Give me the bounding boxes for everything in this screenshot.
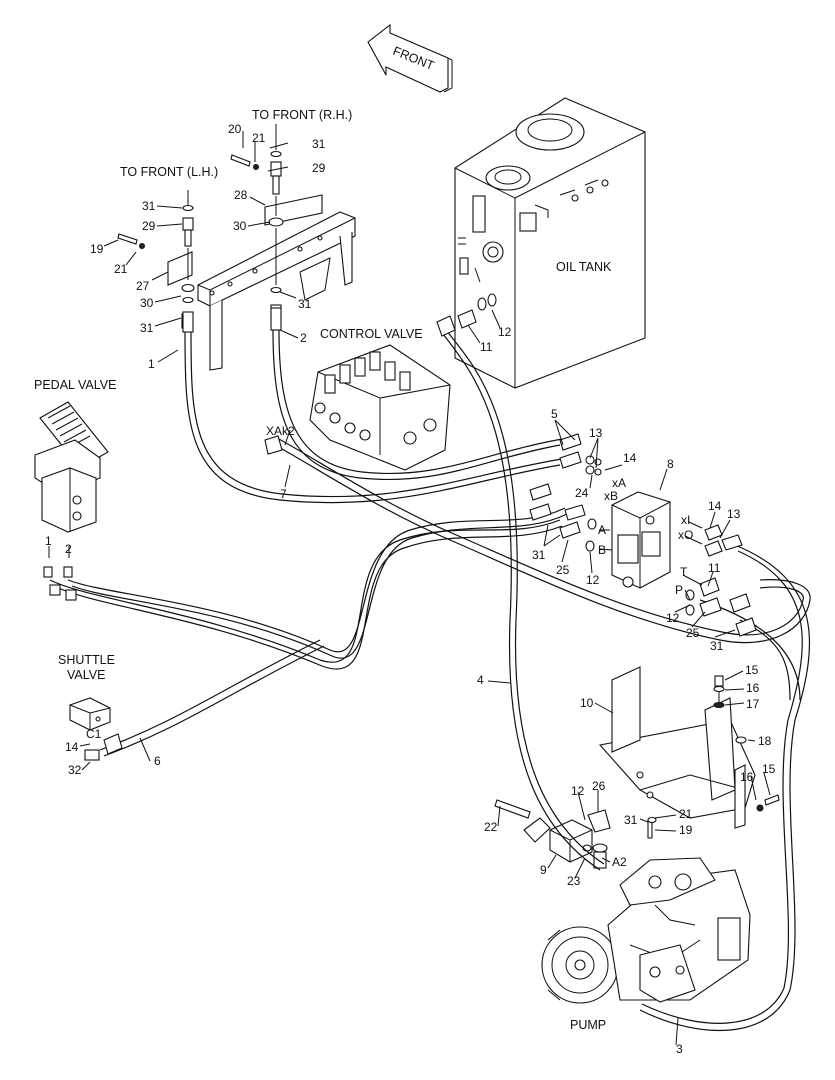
port-label: B (598, 543, 606, 557)
callout: 9 (540, 863, 547, 877)
callout: 12 (586, 573, 600, 587)
callout: 6 (154, 754, 161, 768)
callout: 14 (708, 499, 722, 513)
callout: 27 (136, 279, 150, 293)
callout: 29 (312, 161, 326, 175)
callout: 2 (300, 331, 307, 345)
callout: 32 (68, 763, 82, 777)
port-label: P (675, 583, 683, 597)
callout: 29 (142, 219, 156, 233)
port-label: xB (604, 489, 618, 503)
callout: 31 (624, 813, 638, 827)
captions: TO FRONT (R.H.) TO FRONT (L.H.) (120, 108, 352, 179)
shuttle-valve-label-1: SHUTTLE (58, 653, 115, 667)
callout: 31 (142, 199, 156, 213)
callout: 16 (746, 681, 760, 695)
pedal-valve-label: PEDAL VALVE (34, 378, 116, 392)
shuttle-valve: SHUTTLE VALVE (58, 653, 115, 761)
callout: 12 (571, 784, 585, 798)
hose-fittings (43, 293, 757, 755)
callout: 31 (710, 639, 724, 653)
callout: 13 (727, 507, 741, 521)
callout: 21 (114, 262, 128, 276)
pump-fittings (494, 799, 657, 869)
callout: 2 (65, 542, 72, 556)
callout: 3 (676, 1042, 683, 1056)
port-labels: XAk2 xA xB A B T P xI xO C1 A2 (86, 424, 693, 869)
port-label: xA (612, 476, 626, 490)
callout: 11 (708, 561, 721, 575)
callout: 15 (762, 762, 776, 776)
pump-label: PUMP (570, 1018, 606, 1032)
solenoid-valve-block (611, 491, 671, 589)
callout: 28 (234, 188, 248, 202)
callout: 15 (745, 663, 759, 677)
pump: PUMP (541, 857, 751, 1032)
bracket (167, 194, 356, 371)
port-label: XAk2 (266, 424, 295, 438)
callout: 8 (667, 457, 674, 471)
port-label: A2 (612, 855, 627, 869)
leader-lines (48, 131, 771, 1046)
callout: 31 (312, 137, 326, 151)
callout: 19 (90, 242, 104, 256)
port-label: C1 (86, 727, 102, 741)
callout: 11 (480, 340, 493, 354)
callout: 31 (532, 548, 546, 562)
callouts: 20 21 31 29 28 30 31 29 19 21 27 30 31 3… (45, 122, 776, 1056)
callout: 30 (140, 296, 154, 310)
port-label: T (680, 565, 688, 579)
callout: 21 (252, 131, 266, 145)
callout: 24 (575, 486, 589, 500)
callout: 17 (746, 697, 760, 711)
hardware-15-18 (713, 675, 780, 812)
callout: 18 (758, 734, 772, 748)
callout: 16 (740, 770, 754, 784)
callout: 30 (233, 219, 247, 233)
callout: 31 (140, 321, 154, 335)
callout: 25 (556, 563, 570, 577)
shuttle-valve-label-2: VALVE (67, 668, 105, 682)
oil-tank: OIL TANK (454, 97, 646, 389)
callout: 1 (148, 357, 155, 371)
callout: 1 (45, 534, 52, 548)
callout: 13 (589, 426, 603, 440)
callout: 5 (551, 407, 558, 421)
pedal-valve: PEDAL VALVE (34, 378, 116, 533)
callout: 10 (580, 696, 594, 710)
callout: 20 (228, 122, 242, 136)
callout: 14 (65, 740, 79, 754)
callout: 31 (298, 297, 312, 311)
hoses (49, 329, 811, 1032)
callout: 12 (498, 325, 512, 339)
callout: 14 (623, 451, 637, 465)
control-valve-label: CONTROL VALVE (320, 327, 423, 341)
callout: 12 (666, 611, 680, 625)
callout: 22 (484, 820, 498, 834)
callout: 23 (567, 874, 581, 888)
to-front-rh-label: TO FRONT (R.H.) (252, 108, 352, 122)
port-label: xO (678, 528, 693, 542)
control-valve: CONTROL VALVE (309, 327, 451, 471)
port-label: xI (681, 513, 690, 527)
callout: 7 (280, 487, 287, 501)
to-front-lh-label: TO FRONT (L.H.) (120, 165, 218, 179)
mount-bracket (598, 666, 756, 829)
callout: 26 (592, 779, 606, 793)
port-label: A (598, 523, 606, 537)
callout: 25 (686, 626, 700, 640)
callout: 4 (477, 673, 484, 687)
front-arrow: FRONT (367, 23, 453, 93)
oil-tank-label: OIL TANK (556, 260, 612, 274)
callout: 21 (679, 807, 693, 821)
callout: 19 (679, 823, 693, 837)
